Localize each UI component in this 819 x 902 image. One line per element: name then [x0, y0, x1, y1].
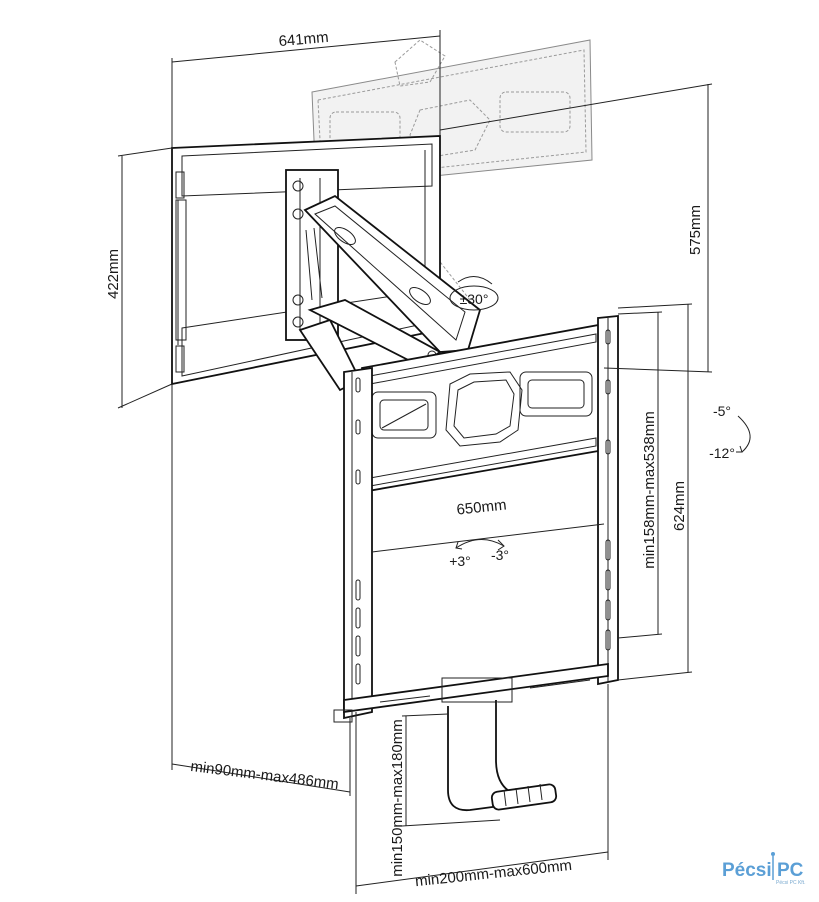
- brand-name-right: PC: [777, 860, 804, 881]
- bottom-bar: [333, 662, 609, 723]
- vertical-rails: [343, 315, 619, 720]
- height-422-label: 422mm: [105, 249, 122, 299]
- level-plus-label: +3°: [449, 553, 471, 569]
- depth-range-label: min90mm-max486mm: [189, 758, 339, 793]
- articulating-arms: [298, 194, 482, 392]
- vertical-624-label: 624mm: [671, 481, 688, 531]
- brand-name-left: Pécsi: [722, 860, 772, 881]
- tilt-up-label: -5°: [713, 403, 731, 419]
- tilt-arrow-icon: [737, 415, 751, 453]
- bottom-width-label: min200mm-max600mm: [414, 857, 572, 890]
- pull-handle: [447, 700, 558, 812]
- swivel-arrow-icon: [457, 276, 493, 285]
- swivel-angle-label: ±30°: [460, 291, 489, 307]
- rotation-indicators: [449, 276, 751, 551]
- brand-watermark: Pécsi PC Pécsi PC Kft.: [722, 852, 805, 886]
- vertical-range-label: min158mm-max538mm: [641, 411, 658, 569]
- level-minus-label: -3°: [491, 547, 509, 563]
- level-arrow-icon: [455, 539, 505, 549]
- tilt-down-label: -12°: [709, 445, 735, 461]
- brand-tagline: Pécsi PC Kft.: [776, 880, 805, 886]
- swivel-indicator-icon: [449, 285, 499, 311]
- dimension-lines: [117, 30, 713, 894]
- rail-slots-right: [605, 329, 611, 651]
- handle-range-label: min150mm-max180mm: [389, 719, 406, 877]
- width-641-label: 641mm: [278, 29, 329, 50]
- height-575-label: 575mm: [687, 205, 704, 255]
- rail-slots-left: [355, 377, 361, 685]
- width-650-label: 650mm: [456, 496, 508, 518]
